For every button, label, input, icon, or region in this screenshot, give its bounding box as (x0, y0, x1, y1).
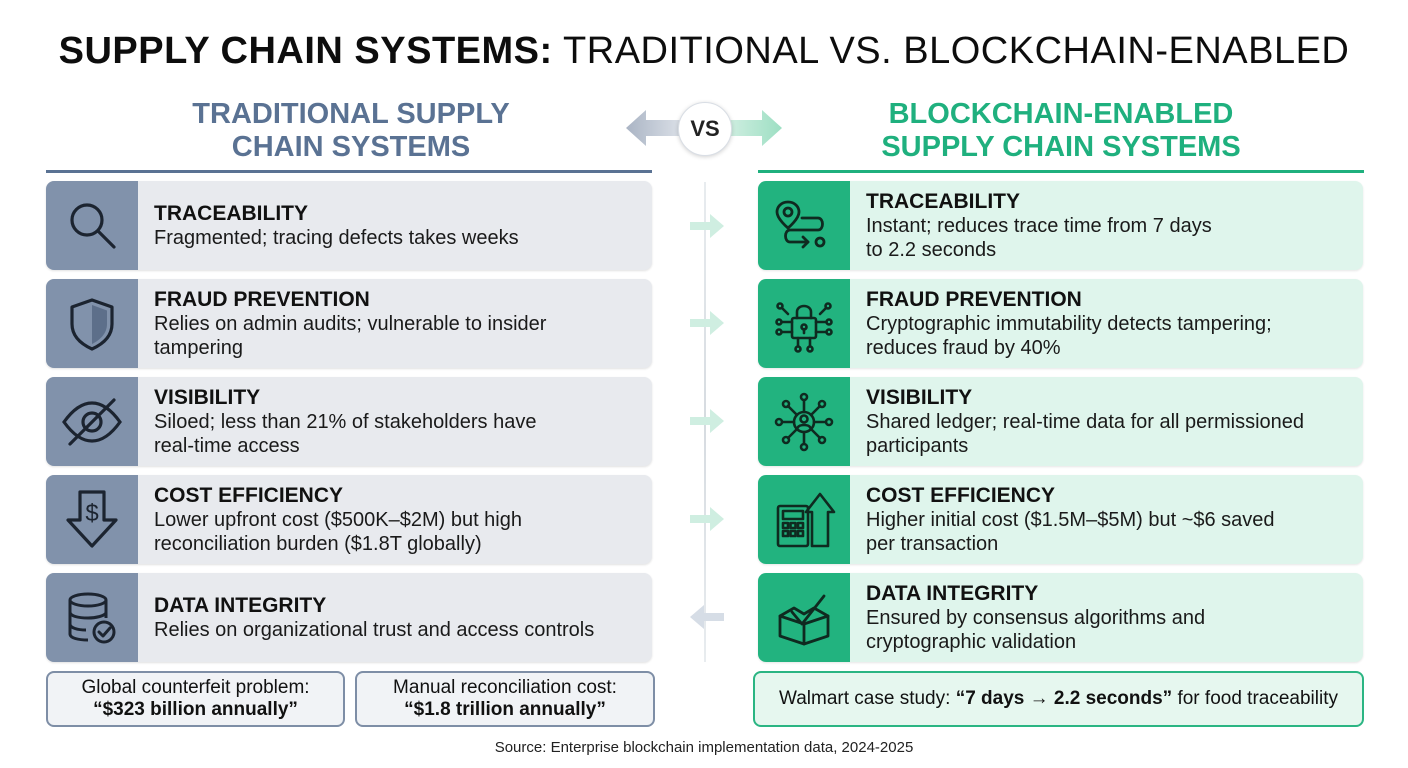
source-note: Source: Enterprise blockchain implementa… (494, 739, 914, 756)
title-rest: TRADITIONAL VS. BLOCKCHAIN-ENABLED (552, 30, 1350, 72)
dollar-down-arrow-icon: $ (46, 475, 138, 564)
card-title: TRACEABILITY (154, 201, 308, 225)
shield-icon (46, 279, 138, 368)
blockchain-card-fraud-prevention: FRAUD PREVENTION Cryptographic immutabil… (758, 279, 1363, 368)
stat-reconciliation: Manual reconciliation cost: “$1.8 trilli… (355, 671, 655, 727)
right-arrow-icon (724, 110, 782, 146)
blockchain-card-visibility: VISIBILITY Shared ledger; real-time data… (758, 377, 1363, 466)
blockchain-card-cost-efficiency: COST EFFICIENCY Higher initial cost ($1.… (758, 475, 1363, 564)
card-desc-line: Shared ledger; real-time data for all pe… (866, 410, 1304, 433)
arrow-right-icon (690, 409, 724, 433)
card-title: FRAUD PREVENTION (154, 287, 370, 311)
blockchain-card-traceability: TRACEABILITY Instant; reduces trace time… (758, 181, 1363, 270)
card-desc-line: real-time access (154, 434, 300, 457)
traditional-heading: TRADITIONAL SUPPLY CHAIN SYSTEMS (46, 98, 656, 164)
card-desc-line: per transaction (866, 532, 999, 555)
network-user-icon (758, 377, 850, 466)
magnifier-icon (46, 181, 138, 270)
card-title: TRACEABILITY (866, 189, 1020, 213)
case-study-highlight: “7 days → 2.2 seconds” (955, 688, 1173, 709)
calculator-arrow-up-icon (758, 475, 850, 564)
card-desc-line: tampering (154, 336, 243, 359)
stat-value: “$323 billion annually” (93, 699, 298, 720)
card-desc-line: cryptographic validation (866, 630, 1077, 653)
left-arrow-icon (626, 110, 684, 146)
stat-counterfeit: Global counterfeit problem: “$323 billio… (46, 671, 345, 727)
card-title: COST EFFICIENCY (866, 483, 1056, 507)
traditional-card-traceability: TRACEABILITY Fragmented; tracing defects… (46, 181, 652, 270)
card-desc-line: to 2.2 seconds (866, 238, 997, 261)
card-desc-line: Relies on admin audits; vulnerable to in… (154, 312, 547, 335)
traditional-divider (46, 170, 652, 173)
card-desc-line: Ensured by consensus algorithms and (866, 606, 1206, 629)
card-desc-line: Relies on organizational trust and acces… (154, 618, 595, 641)
card-desc-line: Instant; reduces trace time from 7 days (866, 214, 1212, 237)
card-desc-line: Siloed; less than 21% of stakeholders ha… (154, 410, 537, 433)
database-check-icon (46, 573, 138, 662)
network-lock-icon (758, 279, 850, 368)
case-study-suffix: for food traceability (1172, 688, 1338, 709)
eye-slash-icon (46, 377, 138, 466)
card-title: DATA INTEGRITY (154, 593, 327, 617)
blockchain-card-data-integrity: DATA INTEGRITY Ensured by consensus algo… (758, 573, 1363, 662)
walmart-case-study: Walmart case study: “7 days → 2.2 second… (753, 671, 1364, 727)
traditional-card-visibility: VISIBILITY Siloed; less than 21% of stak… (46, 377, 652, 466)
card-desc-line: participants (866, 434, 969, 457)
box-check-icon (758, 573, 850, 662)
card-desc-line: reconciliation burden ($1.8T globally) (154, 532, 482, 555)
case-study-prefix: Walmart case study: (779, 688, 956, 709)
stat-label: Manual reconciliation cost: (393, 677, 617, 698)
blockchain-heading: BLOCKCHAIN-ENABLED SUPPLY CHAIN SYSTEMS (756, 98, 1366, 164)
traditional-heading-line2: CHAIN SYSTEMS (231, 131, 471, 163)
traditional-heading-line1: TRADITIONAL SUPPLY (192, 98, 510, 130)
vs-badge: VS (678, 102, 732, 156)
card-desc-line: Higher initial cost ($1.5M–$5M) but ~$6 … (866, 508, 1275, 531)
traditional-card-cost-efficiency: $ COST EFFICIENCY Lower upfront cost ($5… (46, 475, 652, 564)
arrow-right-icon (690, 311, 724, 335)
route-pin-icon (758, 181, 850, 270)
traditional-card-data-integrity: DATA INTEGRITY Relies on organizational … (46, 573, 652, 662)
stat-value: “$1.8 trillion annually” (404, 699, 606, 720)
card-desc-line: Cryptographic immutability detects tampe… (866, 312, 1272, 335)
card-title: COST EFFICIENCY (154, 483, 344, 507)
card-desc-line: Fragmented; tracing defects takes weeks (154, 226, 519, 249)
card-title: VISIBILITY (154, 385, 261, 409)
page-title: SUPPLY CHAIN SYSTEMS: TRADITIONAL VS. BL… (0, 30, 1408, 73)
card-desc-line: Lower upfront cost ($500K–$2M) but high (154, 508, 522, 531)
title-bold: SUPPLY CHAIN SYSTEMS: (58, 30, 553, 72)
card-desc-line: reduces fraud by 40% (866, 336, 1061, 359)
arrow-right-icon (690, 214, 724, 238)
blockchain-divider (758, 170, 1364, 173)
stat-label: Global counterfeit problem: (81, 677, 310, 698)
svg-text:$: $ (85, 500, 98, 527)
blockchain-heading-line2: SUPPLY CHAIN SYSTEMS (881, 131, 1241, 163)
card-title: DATA INTEGRITY (866, 581, 1039, 605)
card-title: FRAUD PREVENTION (866, 287, 1082, 311)
card-title: VISIBILITY (866, 385, 973, 409)
arrow-left-icon (690, 605, 724, 629)
traditional-card-fraud-prevention: FRAUD PREVENTION Relies on admin audits;… (46, 279, 652, 368)
arrow-right-icon (690, 507, 724, 531)
blockchain-heading-line1: BLOCKCHAIN-ENABLED (888, 98, 1234, 130)
